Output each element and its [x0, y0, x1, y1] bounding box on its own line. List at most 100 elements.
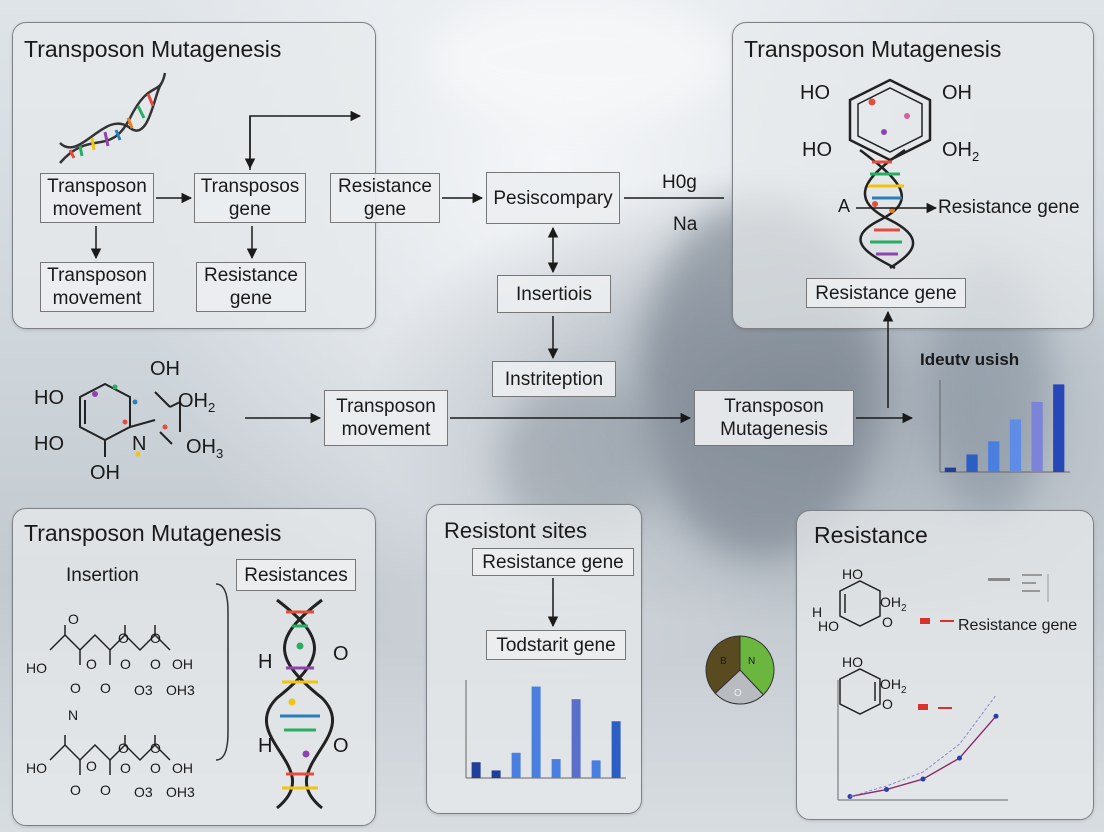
- dna-label-h1: H: [258, 651, 273, 673]
- pie-slice: [739, 635, 775, 696]
- red-line-1: [940, 620, 954, 622]
- mol-left-oh-top: OH: [150, 358, 180, 380]
- chain1-o-8: O: [150, 656, 161, 672]
- label-na: Na: [673, 214, 698, 235]
- mol-right-oh2: OH2: [942, 139, 980, 164]
- red-line-2: [938, 707, 952, 709]
- box-resistances[interactable]: Resistances: [236, 559, 356, 591]
- chain2-o3: O3: [134, 784, 153, 800]
- mol-left-ho: HO: [34, 387, 64, 409]
- chain1-o-7: O: [100, 680, 111, 696]
- chain1-o3: O3: [134, 682, 153, 698]
- pie-slice: [714, 669, 764, 705]
- chain2-o-1: O: [118, 740, 129, 756]
- panel-top-right-title: Transposon Mutagenesis: [744, 36, 1002, 62]
- br-mol1-oh2: OH2: [880, 594, 907, 614]
- chain2-n: N: [68, 707, 79, 723]
- chain1-o-5: O: [70, 680, 81, 696]
- data-point: [957, 755, 962, 761]
- tiny-legend-icon: [988, 574, 1049, 602]
- chain2-o-6: O: [100, 782, 111, 798]
- bar: [571, 699, 581, 778]
- panel-bottom-left-title: Transposon Mutagenesis: [24, 520, 282, 546]
- box-pesiscompary[interactable]: Pesiscompary: [486, 172, 620, 224]
- box-instriteption[interactable]: Instriteption: [492, 361, 616, 397]
- panel-top-left-title: Transposon Mutagenesis: [24, 36, 282, 62]
- pie-chart: [705, 635, 775, 705]
- mol-left-ho-2: HO: [34, 433, 64, 455]
- data-point: [920, 776, 926, 782]
- chain2-ho: HO: [26, 760, 47, 776]
- label-insertion: Insertion: [66, 565, 139, 586]
- molecule-left-icon: [79, 382, 181, 457]
- chain1-o-3: O: [86, 656, 97, 672]
- mol-left-oh2: OH2: [178, 390, 216, 415]
- bar: [944, 467, 957, 472]
- bar: [988, 441, 1000, 472]
- molecule-bottom-right-2-icon: [839, 668, 881, 715]
- dna-helix-icon: [59, 72, 167, 164]
- br-mol1-ho-top: HO: [842, 566, 863, 582]
- bar: [611, 721, 621, 778]
- chain-molecule-1-icon: [49, 625, 171, 665]
- chain1-ho: HO: [26, 660, 47, 676]
- br-mol1-h: H: [812, 604, 823, 620]
- chain1-oh3: OH3: [166, 682, 195, 698]
- data-point: [993, 713, 999, 719]
- dna-label-o2: O: [333, 735, 349, 757]
- data-point: [884, 787, 889, 793]
- panel-bottom-center-title: Resistont sites: [444, 518, 588, 543]
- molecule-bottom-right-1-icon: [839, 580, 881, 627]
- bar: [551, 759, 561, 778]
- chain2-o-3: O: [150, 740, 161, 756]
- bracket-shape: [215, 583, 229, 761]
- panel-bottom-right-title: Resistance: [814, 522, 928, 548]
- br-mol2-oh: OH2: [880, 676, 907, 696]
- arrow-label-resistance-gene: Resistance gene: [938, 197, 1080, 218]
- dna-label-h2: H: [258, 735, 273, 757]
- bar: [591, 760, 601, 778]
- bar-chart-center: [465, 680, 626, 779]
- label-a: A: [838, 196, 851, 216]
- chain2-o-4: O: [70, 782, 81, 798]
- br-mol2-ho: HO: [842, 654, 863, 670]
- red-marker-1: [920, 618, 930, 624]
- bar: [1053, 384, 1065, 472]
- bar: [1009, 419, 1022, 472]
- box-todstarit-gene[interactable]: Todstarit gene: [486, 630, 626, 660]
- chain1-o-6: O: [120, 656, 131, 672]
- pie-label-b: B: [720, 656, 727, 667]
- pie-slice: [705, 635, 741, 694]
- bar-chart-right: [939, 380, 1070, 473]
- br-mol1-o: O: [882, 614, 893, 630]
- pie-label-o: O: [734, 688, 742, 699]
- benzene-dna-icon: [848, 78, 932, 270]
- dna-label-o1: O: [333, 643, 349, 665]
- box-resistance-gene-bottom[interactable]: Resistance gene: [472, 548, 634, 576]
- bar: [491, 770, 501, 778]
- label-h0g: H0g: [662, 172, 697, 193]
- box-resistance-gene-top-right[interactable]: Resistance gene: [806, 278, 966, 308]
- panel-bottom-right: [796, 510, 1094, 820]
- bar: [966, 454, 978, 472]
- mol-left-oh3: OH3: [186, 436, 224, 461]
- chain2-oh: OH: [172, 760, 193, 776]
- bar: [1031, 401, 1043, 472]
- chain-molecule-2-icon: [49, 735, 171, 775]
- box-insertiois[interactable]: Insertiois: [497, 275, 611, 313]
- dna-double-helix-icon: [264, 598, 335, 810]
- pie-label-n: N: [748, 656, 756, 667]
- mol-right-ho-2: HO: [802, 139, 832, 161]
- chain2-oh3: OH3: [166, 784, 195, 800]
- chain1-o-4: O: [150, 630, 161, 646]
- chain2-o-5: O: [120, 760, 131, 776]
- mol-right-oh-1: OH: [942, 82, 972, 104]
